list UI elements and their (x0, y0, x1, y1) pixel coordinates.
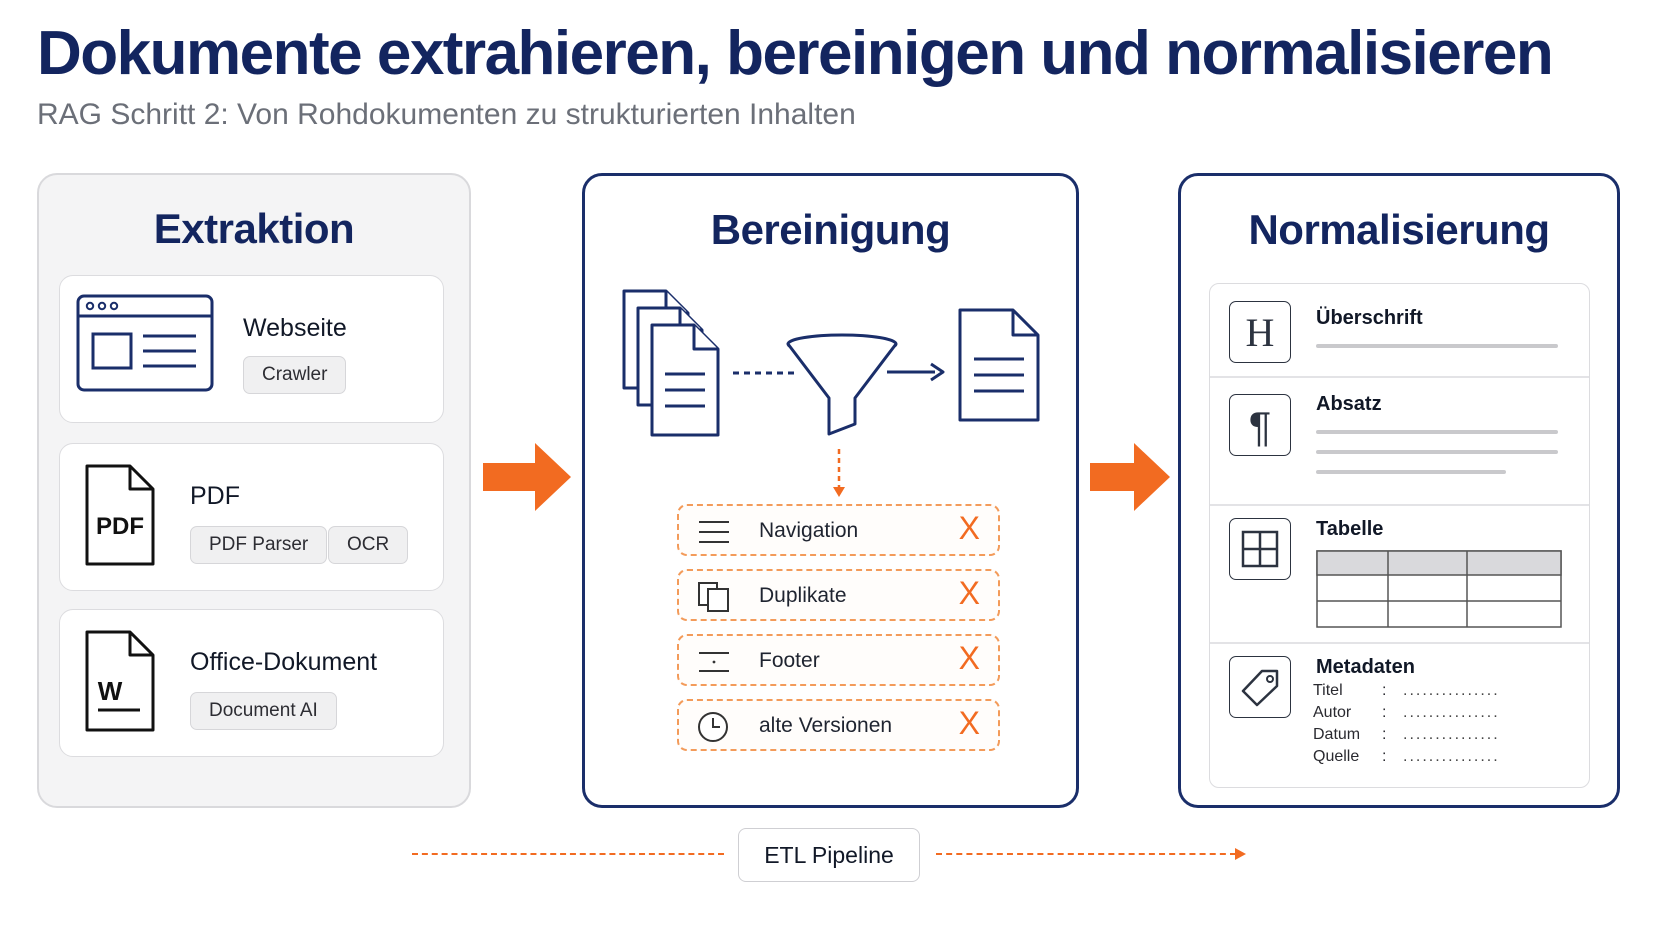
clock-icon (698, 712, 728, 742)
paragraph-icon: ¶ (1229, 394, 1291, 456)
removed-item-label: Duplikate (759, 584, 847, 607)
metadata-row-titel: Titel : ............... (1313, 682, 1498, 700)
pipeline-line-right (936, 853, 1236, 855)
metadata-dots: ............... (1403, 704, 1500, 721)
removed-item-navigation: Navigation X (677, 504, 1000, 556)
tool-chip-pdf-parser: PDF Parser (190, 526, 328, 564)
menu-lines-icon (699, 521, 729, 543)
source-label-webseite: Webseite (243, 314, 347, 342)
bereinigung-panel: Bereinigung (582, 173, 1079, 808)
metadata-key: Quelle (1313, 748, 1360, 765)
bereinigung-title: Bereinigung (710, 206, 951, 253)
metadata-row-quelle: Quelle : ............... (1313, 748, 1498, 766)
metadata-row-autor: Autor : ............... (1313, 704, 1498, 722)
heading-line (1316, 344, 1558, 348)
element-label-metadaten: Metadaten (1316, 656, 1415, 678)
page-title: Dokumente extrahieren, bereinigen und no… (37, 19, 1554, 88)
removed-item-alte-versionen: alte Versionen X (677, 699, 1000, 751)
word-icon-text: W (98, 676, 123, 706)
metadata-dots: ............... (1403, 682, 1500, 699)
tool-chip-document-ai: Document AI (190, 692, 337, 730)
tool-chip-ocr: OCR (328, 526, 409, 564)
tag-icon (1229, 656, 1291, 718)
funnel-icon (786, 333, 898, 436)
metadata-row-datum: Datum : ............... (1313, 726, 1498, 744)
element-label-tabelle: Tabelle (1316, 518, 1384, 540)
remove-x-icon: X (958, 705, 980, 741)
extraktion-title: Extraktion (153, 205, 355, 252)
paragraph-glyph: ¶ (1249, 403, 1272, 450)
flow-arrow-1-icon (483, 443, 571, 511)
heading-glyph: H (1246, 310, 1275, 355)
paragraph-icon-text: ¶ (1249, 403, 1272, 450)
tag-glyph (1241, 669, 1279, 707)
removed-item-label: alte Versionen (759, 714, 893, 737)
tool-chip-crawler: Crawler (243, 356, 347, 394)
element-label-absatz: Absatz (1316, 393, 1382, 415)
metadata-key: Autor (1313, 704, 1352, 721)
remove-x-icon: X (958, 510, 980, 546)
heading-icon-text: H (1246, 310, 1275, 355)
pipeline-line-left (412, 853, 724, 855)
clean-document-icon (958, 308, 1040, 422)
pdf-icon-text: PDF (96, 513, 144, 540)
separator (1210, 504, 1589, 506)
paragraph-line (1316, 470, 1506, 474)
normalisierung-title: Normalisierung (1248, 206, 1550, 253)
stacked-documents-icon (622, 289, 720, 437)
metadata-key: Datum (1313, 726, 1361, 743)
removed-item-label: Footer (759, 649, 820, 672)
connector-dashed (733, 371, 799, 375)
paragraph-line (1316, 430, 1558, 434)
metadata-dots: ............... (1403, 748, 1500, 765)
separator (1210, 642, 1589, 644)
removed-item-footer: Footer X (677, 634, 1000, 686)
pipeline-arrowhead-icon (1235, 848, 1246, 860)
separator (1210, 376, 1589, 378)
source-label-pdf: PDF (190, 482, 240, 510)
metadata-colon: : (1382, 704, 1387, 721)
output-arrow-icon (887, 362, 945, 382)
element-label-ueberschrift: Überschrift (1316, 307, 1423, 329)
metadata-key: Titel (1313, 682, 1343, 699)
remove-x-icon: X (958, 575, 980, 611)
etl-pipeline-label: ETL Pipeline (738, 828, 920, 882)
removal-arrow-icon (833, 449, 845, 497)
paragraph-line (1316, 450, 1558, 454)
metadata-colon: : (1382, 748, 1387, 765)
flow-arrow-2-icon (1090, 443, 1170, 511)
removed-item-label: Navigation (759, 519, 859, 542)
footer-icon (699, 652, 729, 672)
remove-x-icon: X (958, 640, 980, 676)
extraktion-panel: Extraktion Webseite Crawler PDF PDF PDF … (37, 173, 471, 808)
duplicate-icon (698, 582, 729, 612)
source-label-office: Office-Dokument (190, 648, 378, 676)
normalized-structure: H Überschrift ¶ Absatz Tabelle (1209, 283, 1590, 788)
heading-icon: H (1229, 301, 1291, 363)
source-card-office: W Office-Dokument Document AI (59, 609, 444, 757)
table-glyph (1241, 530, 1279, 568)
table-icon (1229, 518, 1291, 580)
normalisierung-panel: Normalisierung H Überschrift ¶ Absatz (1178, 173, 1620, 808)
page-subtitle: RAG Schritt 2: Von Rohdokumenten zu stru… (37, 98, 856, 131)
pdf-file-icon: PDF (85, 464, 155, 566)
source-card-pdf: PDF PDF PDF Parser OCR (59, 443, 444, 591)
metadata-colon: : (1382, 682, 1387, 699)
metadata-colon: : (1382, 726, 1387, 743)
word-document-icon: W (85, 630, 155, 732)
table-preview (1316, 550, 1562, 628)
metadata-dots: ............... (1403, 726, 1500, 743)
source-card-webseite: Webseite Crawler (59, 275, 444, 423)
browser-window-icon (76, 294, 214, 392)
removed-item-duplikate: Duplikate X (677, 569, 1000, 621)
